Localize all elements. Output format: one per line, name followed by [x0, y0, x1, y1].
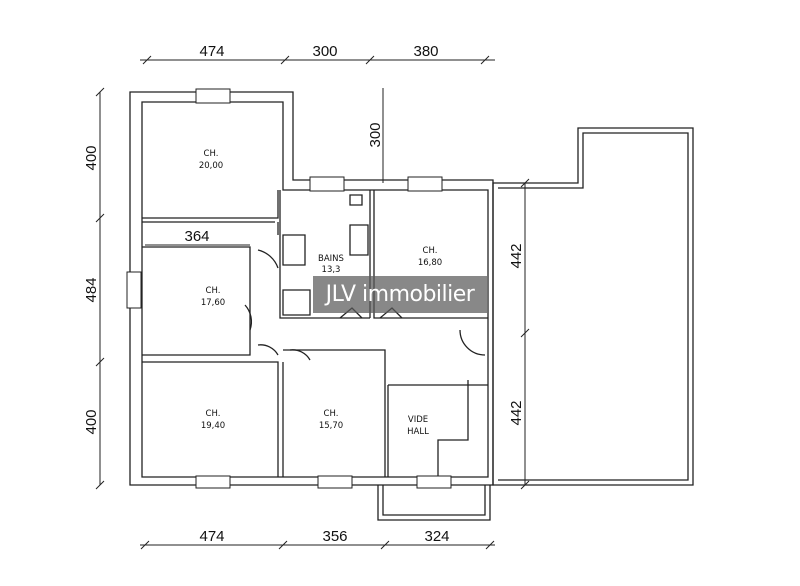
dim-top-2: 300	[312, 43, 337, 60]
room-area: 19,40	[201, 421, 225, 431]
exterior-walls	[129, 91, 494, 521]
dim-top-1: 474	[199, 43, 224, 60]
dim-top-3: 380	[413, 43, 438, 60]
room-vide-hall: VIDE HALL	[407, 415, 429, 437]
dim-bottom-3: 324	[424, 528, 449, 545]
dim-bottom-1: 474	[199, 528, 224, 545]
dim-right-1: 442	[508, 243, 525, 268]
room-name: CH.	[206, 286, 221, 296]
room-name: CH.	[324, 409, 339, 419]
room-area: 15,70	[319, 421, 343, 431]
room-ch-19: CH. 19,40	[201, 409, 225, 431]
room-name: CH.	[206, 409, 221, 419]
dim-bottom-2: 356	[322, 528, 347, 545]
terrace	[492, 127, 694, 486]
dim-inner-vertical: 300	[367, 122, 384, 147]
room-area: 16,80	[418, 258, 442, 268]
room-name: VIDE	[408, 415, 428, 425]
watermark: JLV immobilier	[313, 276, 487, 313]
dim-right-2: 442	[508, 400, 525, 425]
dim-inner-horizontal: 364	[184, 228, 209, 245]
dim-left-3: 400	[83, 409, 100, 434]
dim-left-2: 484	[83, 277, 100, 302]
room-area: 13,3	[322, 265, 341, 275]
room-ch-16: CH. 16,80	[418, 246, 442, 268]
dim-left-1: 400	[83, 145, 100, 170]
room-ch-17: CH. 17,60	[201, 286, 225, 308]
room-ch-15: CH. 15,70	[319, 409, 343, 431]
room-area: 20,00	[199, 161, 223, 171]
room-name: CH.	[423, 246, 438, 256]
dimension-lines	[95, 55, 530, 550]
windows	[126, 88, 452, 489]
room-name: CH.	[204, 149, 219, 159]
room-area: 17,60	[201, 298, 225, 308]
room-ch-20: CH. 20,00	[199, 149, 223, 171]
room-name: BAINS	[318, 254, 344, 264]
room-area: HALL	[407, 427, 429, 437]
